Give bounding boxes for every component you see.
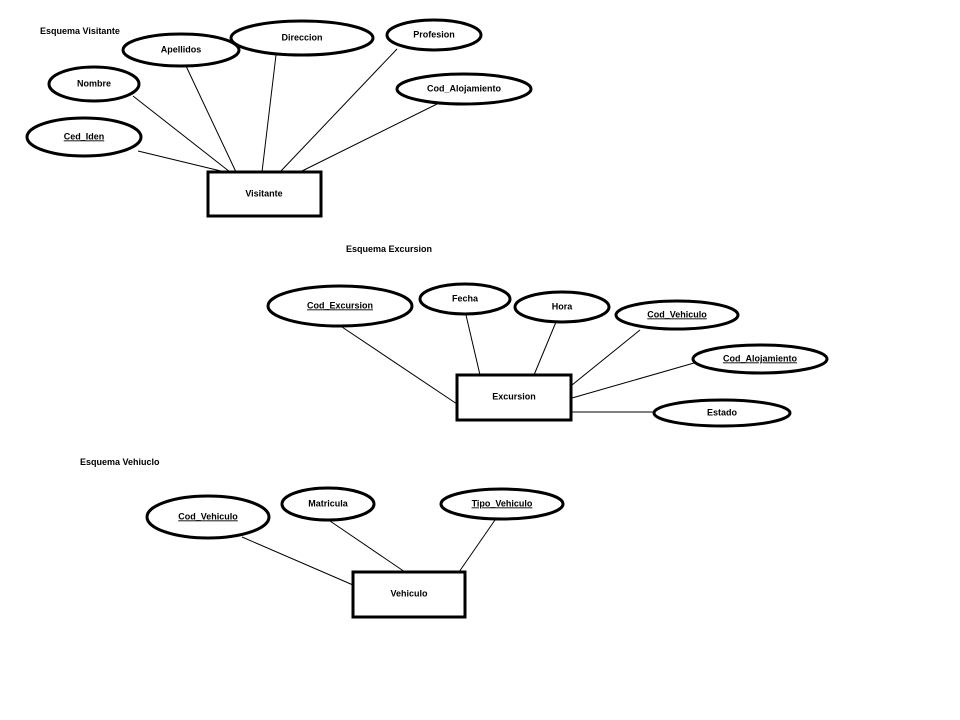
connector-line bbox=[533, 321, 557, 376]
connector-line bbox=[341, 326, 458, 405]
connector-line bbox=[458, 519, 496, 573]
schema-title: Esquema Excursion bbox=[346, 244, 432, 254]
attribute-ced-iden[interactable] bbox=[25, 116, 143, 158]
attribute-label: Cod_Alojamiento bbox=[723, 353, 798, 363]
attribute-label: Hora bbox=[552, 301, 573, 311]
attribute-label: Cod_Alojamiento bbox=[427, 83, 502, 93]
connector-line bbox=[137, 150, 226, 173]
connector-line bbox=[279, 48, 398, 173]
schema-title: Esquema Vehiuclo bbox=[80, 457, 160, 467]
entity-label: Excursion bbox=[492, 391, 536, 401]
connector-line bbox=[571, 362, 695, 399]
connector-line bbox=[329, 520, 406, 573]
connector-line bbox=[241, 536, 354, 586]
attribute-fecha[interactable] bbox=[418, 282, 512, 316]
attribute-label: Matricula bbox=[308, 498, 349, 508]
attribute-label: Cod_Vehiculo bbox=[647, 309, 707, 319]
schema-title: Esquema Visitante bbox=[40, 26, 120, 36]
connector-line bbox=[132, 95, 231, 173]
schema-visitante: Esquema Visitante Visitante Ced_Iden Nom… bbox=[25, 18, 533, 218]
connector-line bbox=[261, 54, 277, 173]
attribute-cod-alojamiento[interactable] bbox=[395, 72, 533, 106]
attribute-label: Ced_Iden bbox=[64, 131, 105, 141]
schema-vehiculo: Esquema Vehiuclo Vehiculo Cod_Vehiculo M… bbox=[80, 457, 565, 619]
attribute-cod-vehiculo[interactable] bbox=[145, 494, 271, 540]
attribute-direccion[interactable] bbox=[229, 19, 375, 57]
attribute-cod-vehiculo[interactable] bbox=[614, 299, 740, 331]
entity-excursion[interactable] bbox=[455, 373, 573, 422]
attribute-matricula[interactable] bbox=[280, 486, 376, 522]
attribute-label: Estado bbox=[707, 407, 738, 417]
attribute-cod-excursion[interactable] bbox=[266, 284, 414, 328]
attribute-cod-alojamiento[interactable] bbox=[691, 343, 829, 375]
attribute-label: Direccion bbox=[281, 32, 322, 42]
entity-label: Visitante bbox=[245, 188, 282, 198]
attribute-apellidos[interactable] bbox=[121, 32, 241, 68]
attribute-nombre[interactable] bbox=[47, 65, 141, 103]
attribute-label: Profesion bbox=[413, 29, 455, 39]
attribute-tipo-vehiculo[interactable] bbox=[439, 487, 565, 521]
attribute-label: Cod_Vehiculo bbox=[178, 511, 238, 521]
connector-line bbox=[465, 314, 481, 376]
connector-line bbox=[185, 65, 237, 173]
attribute-label: Apellidos bbox=[161, 44, 202, 54]
attribute-label: Tipo_Vehiculo bbox=[472, 498, 533, 508]
attribute-label: Fecha bbox=[452, 293, 479, 303]
attribute-label: Cod_Excursion bbox=[307, 300, 373, 310]
attribute-profesion[interactable] bbox=[385, 18, 483, 52]
connector-line bbox=[571, 329, 641, 386]
entity-visitante[interactable] bbox=[206, 170, 323, 218]
attribute-hora[interactable] bbox=[513, 290, 611, 324]
schema-excursion: Esquema Excursion Excursion Cod_Excursio… bbox=[266, 244, 829, 428]
attribute-label: Nombre bbox=[77, 78, 111, 88]
entity-vehiculo[interactable] bbox=[351, 570, 467, 619]
attribute-estado[interactable] bbox=[652, 398, 792, 428]
entity-label: Vehiculo bbox=[390, 588, 428, 598]
connector-line bbox=[299, 103, 438, 173]
